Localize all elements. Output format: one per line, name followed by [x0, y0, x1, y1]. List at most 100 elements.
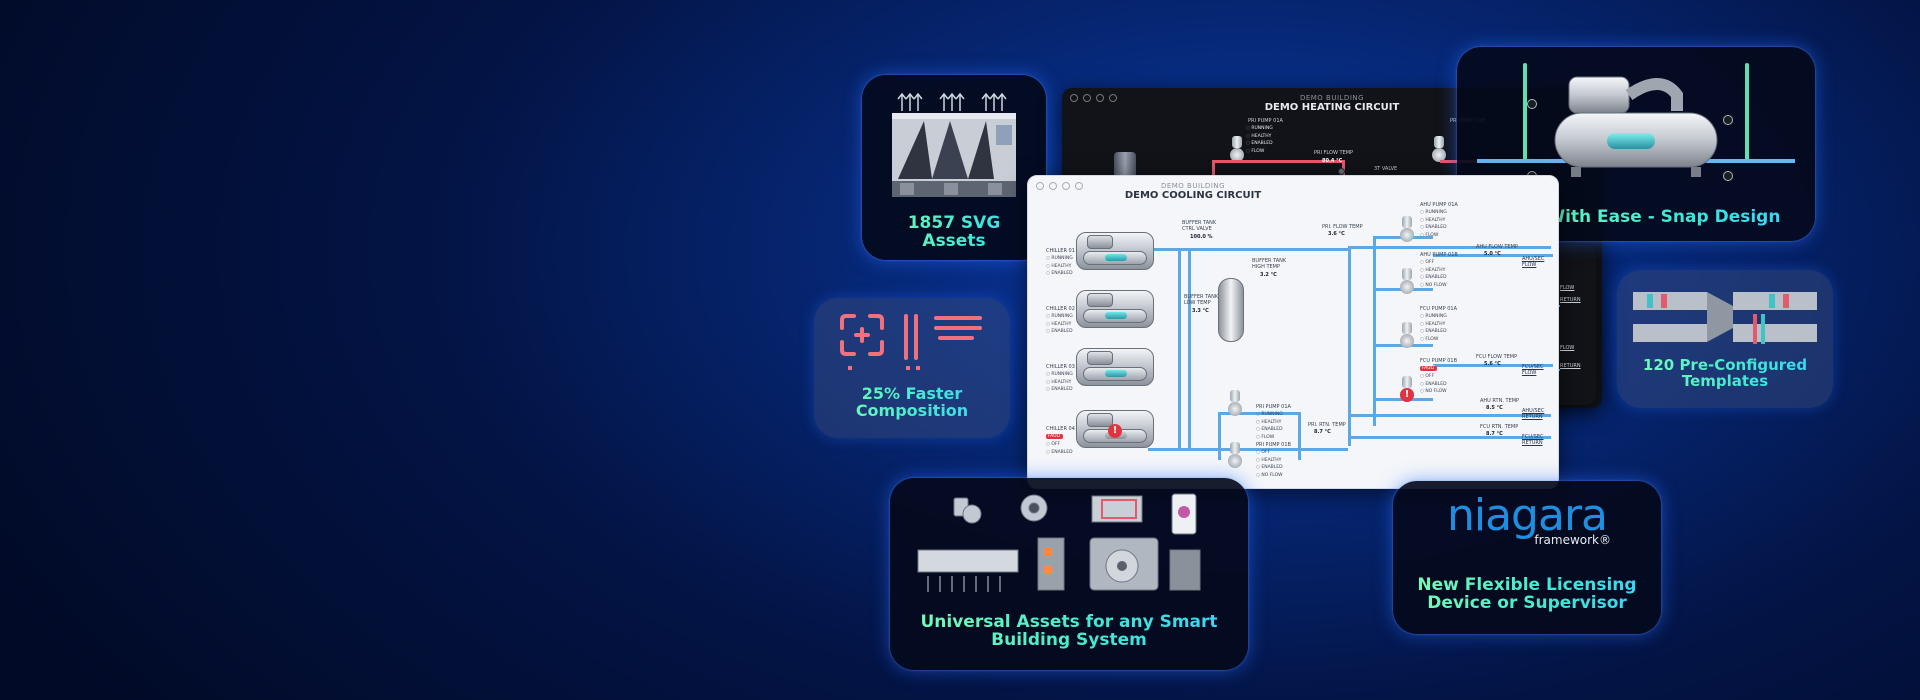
chiller-03-status: RUNNINGHEALTHYENABLED — [1046, 371, 1072, 394]
buffer-high-value: 3.2 °C — [1260, 272, 1277, 278]
faster-title-line2: Composition — [855, 400, 969, 420]
pri-flow-temp-value: 3.6 °C — [1328, 231, 1345, 237]
forward-icon[interactable] — [1049, 182, 1057, 190]
cooling-circuit-window[interactable]: DEMO BUILDING DEMO COOLING CIRCUIT CHILL… — [1027, 175, 1559, 489]
building-assets-icon — [917, 493, 1201, 592]
card-licensing: niagara framework® New Flexible Licensin… — [1393, 481, 1661, 634]
side-link-flow-1[interactable]: FLOW — [1560, 285, 1575, 291]
large-chiller-icon — [1554, 76, 1718, 177]
pri-rtn-temp-value: 8.7 °C — [1314, 429, 1331, 435]
card-templates: 120 Pre-Configured Templates — [1617, 270, 1833, 408]
pri-pump-b-status: OFFHEALTHYENABLEDNO FLOW — [1256, 449, 1282, 479]
chiller-03-icon[interactable] — [1076, 348, 1154, 386]
buffer-valve-value: 100.0 % — [1190, 234, 1213, 240]
ahu-flow-temp-label: AHU FLOW TEMP — [1476, 244, 1518, 250]
ahu-pump-b-status: OFFHEALTHYENABLEDNO FLOW — [1420, 259, 1446, 289]
heating-valve-label: 3T VALVE — [1374, 166, 1398, 172]
ahu-pump-a-status: RUNNINGHEALTHYENABLEDFLOW — [1420, 209, 1446, 239]
chiller-02-icon[interactable] — [1076, 290, 1154, 328]
chiller-03-label: CHILLER 03 — [1046, 364, 1075, 370]
heating-pump-status: RUNNINGHEALTHYENABLEDFLOW — [1246, 125, 1272, 155]
info-icon[interactable] — [1075, 182, 1083, 190]
fcu-return-link[interactable]: FCU/SEC RETURN — [1522, 434, 1544, 446]
air-cooled-chiller-icon — [892, 92, 1016, 197]
pri-pump-b-icon[interactable] — [1228, 442, 1242, 468]
chiller-01-icon[interactable] — [1076, 232, 1154, 270]
refresh-icon[interactable] — [1062, 182, 1070, 190]
ahu-return-link[interactable]: AHU/SEC RETURN — [1522, 408, 1545, 420]
fcu-pump-b-status: OFFENABLEDNO FLOW — [1420, 373, 1446, 396]
ahu-pump-a-icon[interactable] — [1400, 216, 1414, 242]
templates-title-line2: Templates — [1681, 371, 1769, 390]
fcu-pump-b-fault-badge: FAULT — [1420, 366, 1438, 371]
side-link-flow-2[interactable]: FLOW — [1560, 345, 1575, 351]
chiller-04-alert-icon: ! — [1108, 424, 1122, 438]
niagara-logo-word: niagara — [1446, 490, 1608, 541]
fcu-flow-temp-label: FCU FLOW TEMP — [1476, 354, 1518, 360]
pri-rtn-temp-label: PRI. RTN. TEMP — [1308, 422, 1346, 428]
fcu-rtn-temp-label: FCU RTN. TEMP — [1480, 424, 1519, 430]
pri-pump-b-label: PRI PUMP 01B — [1256, 442, 1291, 448]
cooling-title: DEMO COOLING CIRCUIT — [1124, 190, 1262, 201]
chiller-02-label: CHILLER 02 — [1046, 306, 1075, 312]
cooling-window-controls[interactable] — [1036, 182, 1083, 190]
chiller-02-status: RUNNINGHEALTHYENABLED — [1046, 313, 1072, 336]
buffer-tank-icon — [1218, 278, 1244, 342]
ahu-pump-a-label: AHU PUMP 01A — [1420, 202, 1458, 208]
ahu-rtn-temp-value: 8.5 °C — [1486, 405, 1503, 411]
chiller-04-status: OFFENABLED — [1046, 441, 1072, 456]
ahu-template-icon — [1633, 292, 1817, 344]
pri-pump-a-status: RUNNINGHEALTHYENABLEDFLOW — [1256, 411, 1282, 441]
ahu-pump-b-label: AHU PUMP 01B — [1420, 252, 1458, 258]
heating-flow-temp-label: PRI FLOW TEMP — [1314, 150, 1354, 156]
heating-subtitle: DEMO BUILDING — [1299, 94, 1365, 102]
fcu-flow-temp-value: 5.6 °C — [1484, 361, 1501, 367]
side-link-return-1[interactable]: RETURN — [1560, 297, 1581, 303]
svg-assets-title-line2: Assets — [922, 230, 986, 251]
fcu-pump-b-label: FCU PUMP 01B — [1420, 358, 1458, 364]
back-icon[interactable] — [1070, 94, 1078, 102]
universal-title-line2: Building System — [991, 629, 1147, 650]
ahu-flow-temp-value: 5.0 °C — [1484, 251, 1501, 257]
chiller-04-label: CHILLER 04 — [1046, 426, 1075, 432]
chiller-01-label: CHILLER 01 — [1046, 248, 1075, 254]
pri-pump-a-label: PRI PUMP 01A — [1256, 404, 1291, 410]
cooling-subtitle: DEMO BUILDING — [1160, 182, 1226, 190]
buffer-low-label: BUFFER TANK LOW TEMP — [1184, 294, 1219, 306]
pri-pump-a-icon[interactable] — [1228, 390, 1242, 416]
fcu-pump-a-icon[interactable] — [1400, 322, 1414, 348]
forward-icon[interactable] — [1083, 94, 1091, 102]
buffer-low-value: 3.3 °C — [1192, 308, 1209, 314]
heating-window-controls[interactable] — [1070, 94, 1117, 102]
refresh-icon[interactable] — [1096, 94, 1104, 102]
side-link-return-2[interactable]: RETURN — [1560, 363, 1581, 369]
card-universal-assets: Universal Assets for any Smart Building … — [890, 478, 1248, 670]
buffer-valve-label: BUFFER TANK CTRL VALVE — [1182, 220, 1217, 232]
fcu-pump-a-label: FCU PUMP 01A — [1420, 306, 1457, 312]
niagara-logo: niagara framework® — [1393, 490, 1661, 548]
pri-flow-temp-label: PRI. FLOW TEMP — [1322, 224, 1363, 230]
back-icon[interactable] — [1036, 182, 1044, 190]
heating-flow-temp-value: 80.4 °C — [1322, 158, 1343, 164]
licensing-title-line2: Device or Supervisor — [1427, 592, 1627, 613]
buffer-high-label: BUFFER TANK HIGH TEMP — [1252, 258, 1287, 270]
heating-pump-icon — [1230, 136, 1244, 162]
fcu-rtn-temp-value: 8.7 °C — [1486, 431, 1503, 437]
card-faster-composition: 25% Faster Composition — [814, 298, 1010, 438]
snap-title: Build With Ease - Snap Design — [1457, 208, 1815, 227]
pipe-segments-icon — [840, 314, 982, 370]
card-svg-assets: 1857 SVG Assets — [862, 75, 1046, 260]
info-icon[interactable] — [1109, 94, 1117, 102]
niagara-logo-sub: framework® — [1534, 533, 1611, 547]
ahu-rtn-temp-label: AHU RTN. TEMP — [1480, 398, 1520, 404]
ahu-pump-b-icon[interactable] — [1400, 268, 1414, 294]
fcu-flow-link[interactable]: FCU/SEC FLOW — [1522, 364, 1544, 376]
heating-right-pump-icon — [1432, 136, 1446, 162]
chiller-04-fault-badge: FAULT — [1046, 434, 1064, 439]
heating-pump-label: PRI PUMP 01A — [1248, 118, 1283, 124]
fcu-pump-b-alert-icon: ! — [1400, 388, 1414, 402]
chiller-01-status: RUNNINGHEALTHYENABLED — [1046, 255, 1072, 278]
heating-title: DEMO HEATING CIRCUIT — [1264, 102, 1400, 113]
fcu-pump-a-status: RUNNINGHEALTHYENABLEDFLOW — [1420, 313, 1446, 343]
ahu-flow-link[interactable]: AHU/SEC FLOW — [1522, 256, 1545, 268]
